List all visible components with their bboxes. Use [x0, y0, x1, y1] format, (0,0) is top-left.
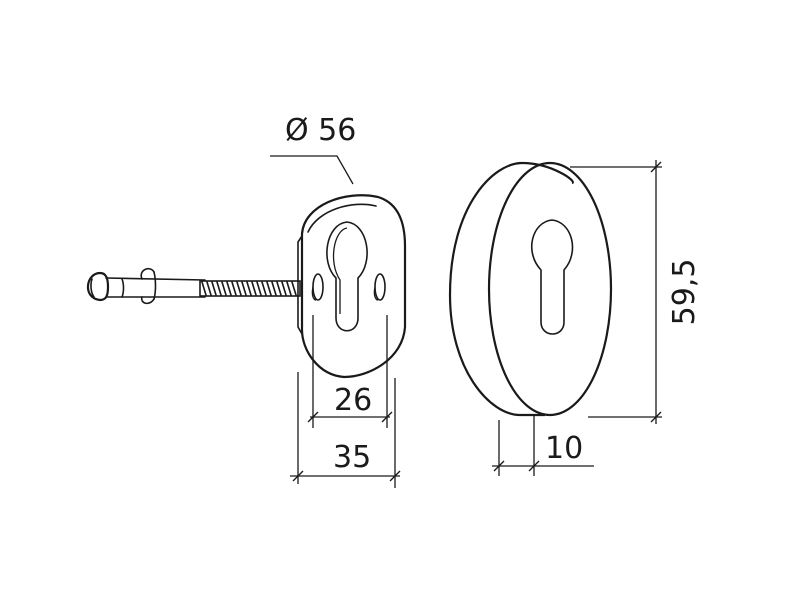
- rosette-height-label: 59,5: [667, 259, 702, 326]
- plate-width-label: 35: [333, 440, 371, 475]
- mounting-plate: [297, 194, 407, 379]
- diameter-label: Ø 56: [285, 113, 356, 148]
- hole-spacing-label: 26: [334, 383, 372, 418]
- fixing-screw: [86, 267, 301, 305]
- plate-width-dimension: 35: [290, 372, 401, 488]
- diameter-dimension: Ø 56: [270, 113, 356, 185]
- rosette-depth-dimension: 10: [492, 416, 594, 476]
- hole-spacing-dimension: 26: [307, 315, 393, 428]
- oval-rosette: [448, 161, 613, 417]
- rosette-height-dimension: 59,5: [570, 160, 702, 424]
- rosette-depth-label: 10: [545, 431, 583, 466]
